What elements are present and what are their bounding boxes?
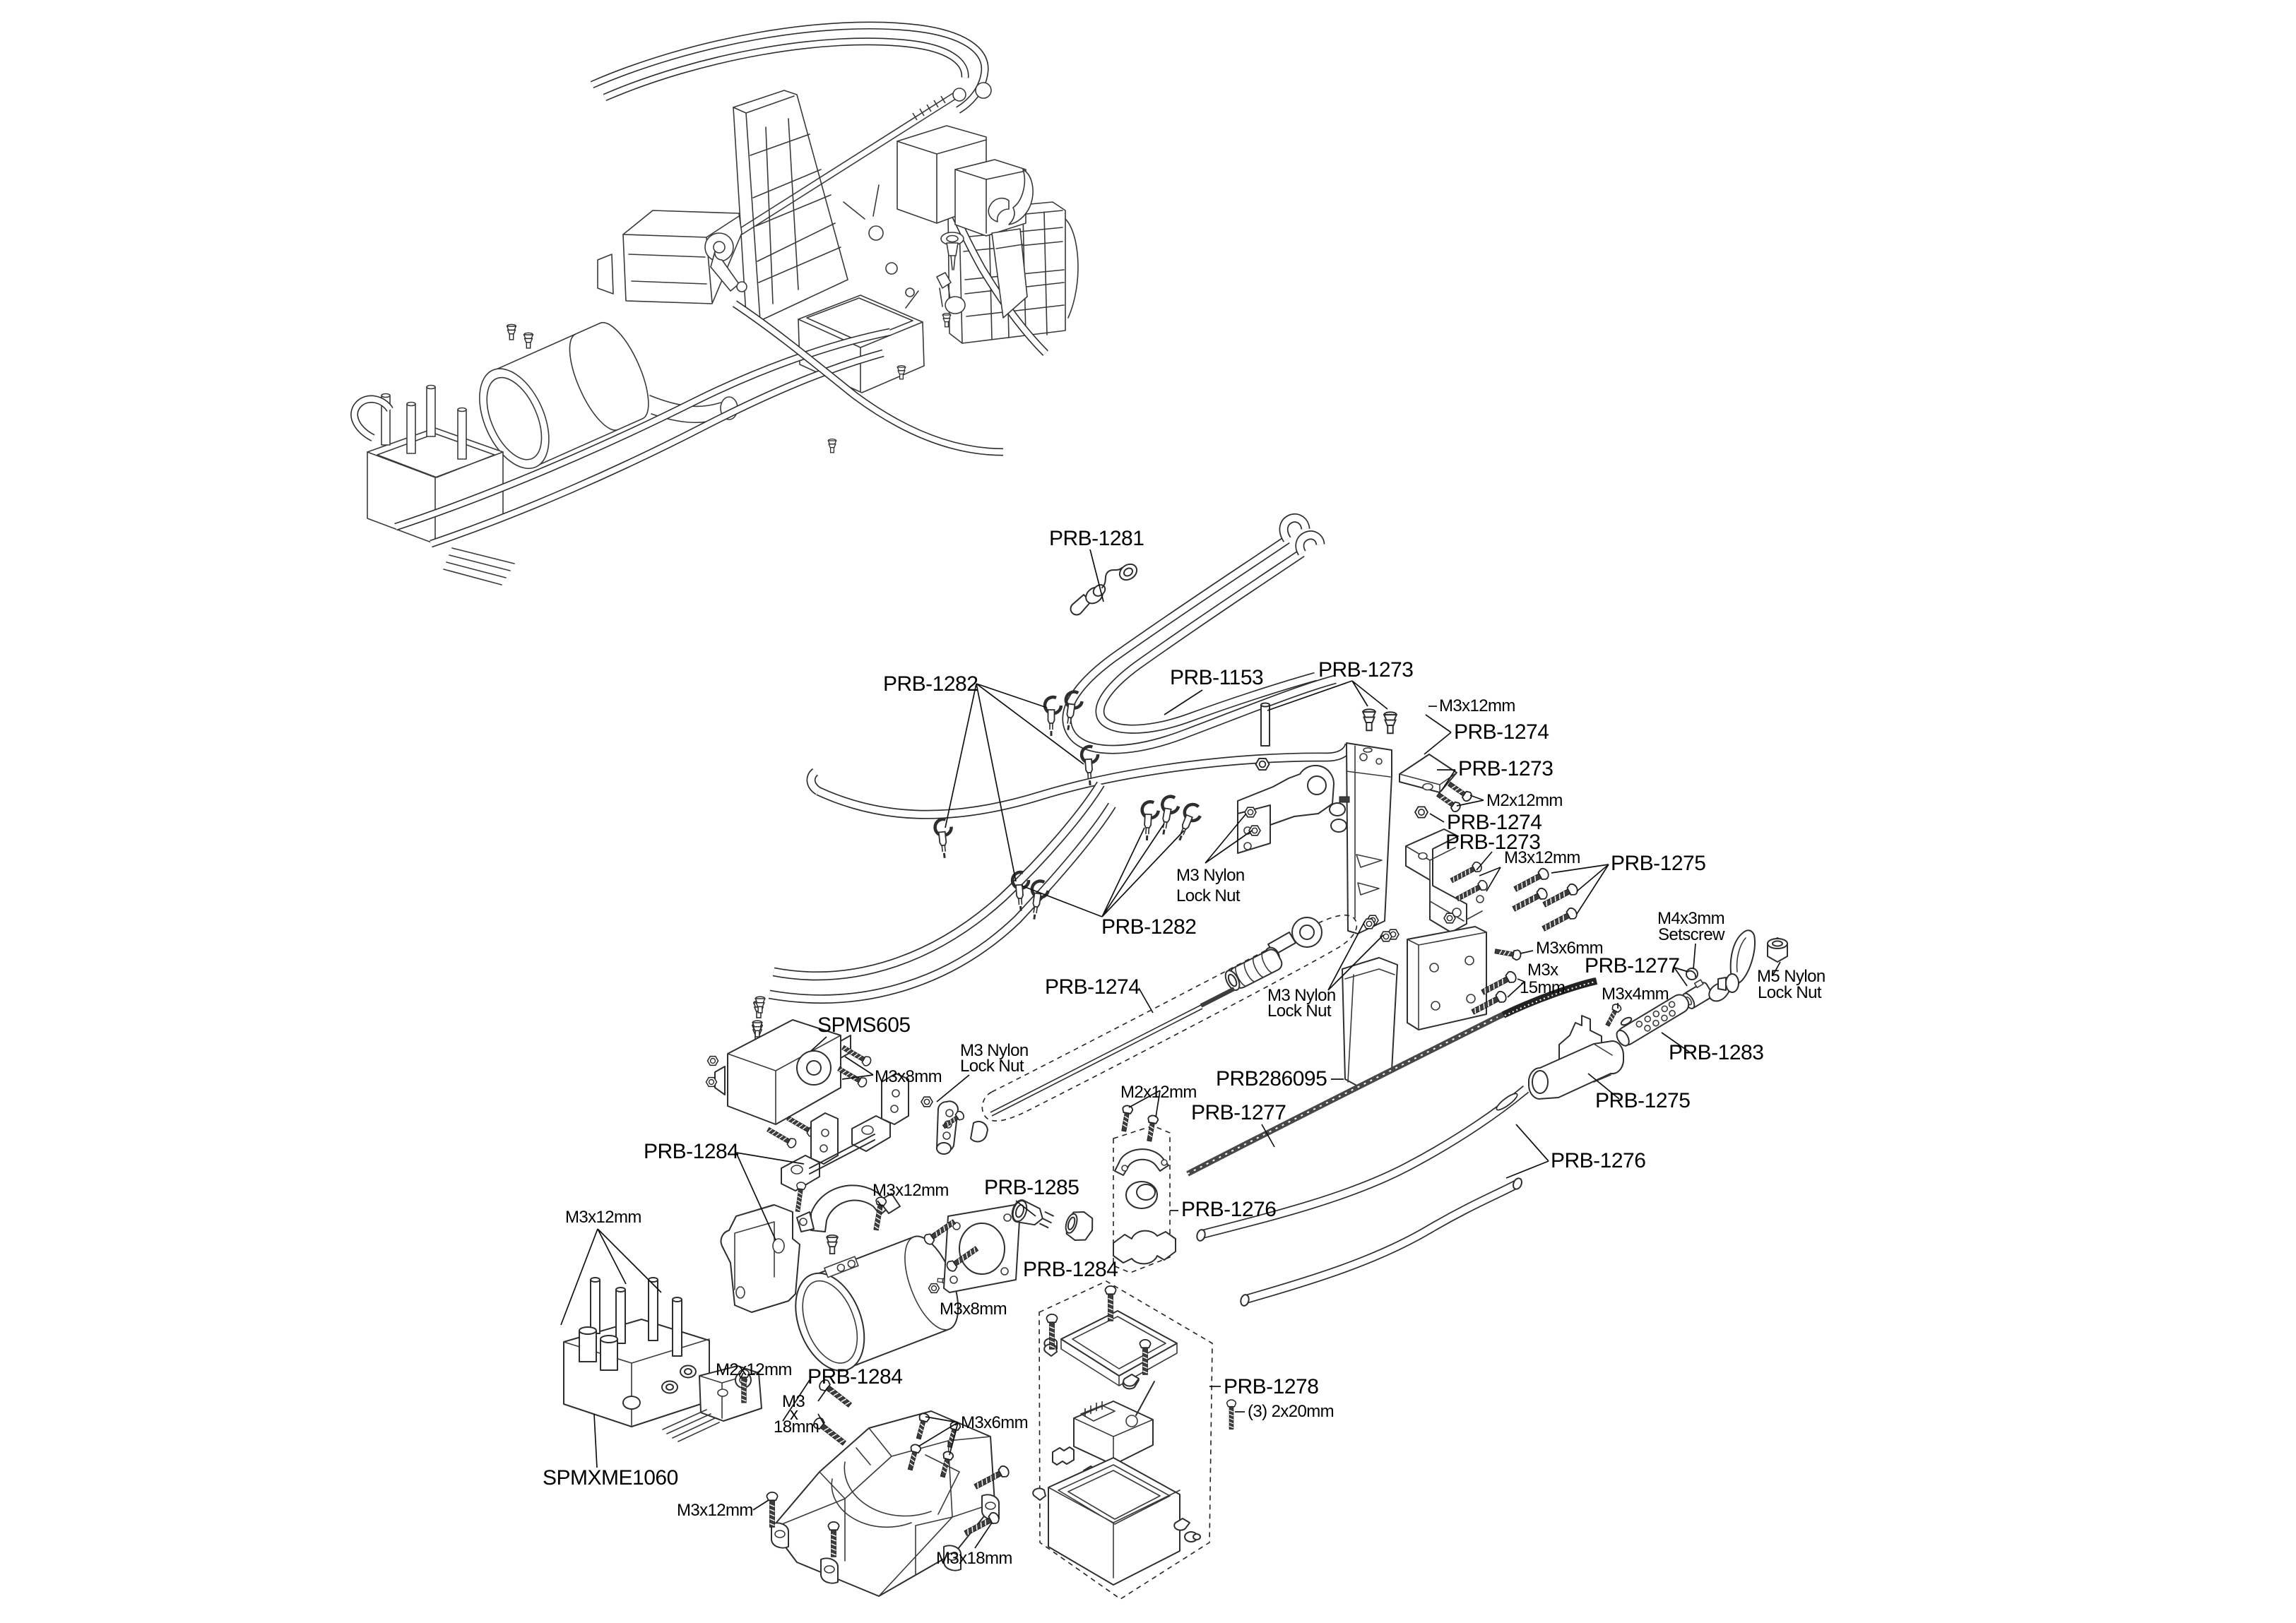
svg-text:M3x4mm: M3x4mm [1602,985,1669,1004]
svg-text:SPMXME1060: SPMXME1060 [543,1466,678,1490]
svg-text:PRB-1284: PRB-1284 [807,1365,902,1389]
svg-text:PRB-1282: PRB-1282 [1101,915,1196,939]
svg-text:PRB-1273: PRB-1273 [1458,757,1553,780]
svg-text:M4x3mm: M4x3mm [1657,909,1724,928]
svg-text:PRB-1274: PRB-1274 [1045,975,1140,999]
svg-text:M3 Nylon: M3 Nylon [960,1041,1029,1060]
svg-text:PRB-1275: PRB-1275 [1595,1089,1690,1112]
svg-text:M5 Nylon: M5 Nylon [1757,967,1825,986]
svg-text:M2x12mm: M2x12mm [716,1360,792,1379]
svg-text:M3 Nylon: M3 Nylon [1176,866,1245,885]
svg-text:M3x12mm: M3x12mm [1439,696,1515,715]
svg-text:x: x [790,1405,798,1424]
svg-text:PRB-1274: PRB-1274 [1454,720,1549,744]
svg-text:PRB-1273: PRB-1273 [1445,831,1540,854]
svg-text:M3x8mm: M3x8mm [875,1067,942,1086]
svg-text:Lock Nut: Lock Nut [1758,983,1822,1002]
svg-text:M3x18mm: M3x18mm [936,1549,1012,1568]
svg-text:PRB286095: PRB286095 [1216,1067,1327,1090]
svg-text:PRB-1276: PRB-1276 [1181,1198,1276,1221]
svg-text:15mm: 15mm [1520,978,1565,997]
svg-text:PRB-1281: PRB-1281 [1049,527,1144,550]
svg-text:M3x: M3x [1527,961,1558,980]
svg-text:PRB-1278: PRB-1278 [1224,1375,1318,1398]
svg-text:Lock Nut: Lock Nut [960,1057,1024,1076]
svg-text:Lock Nut: Lock Nut [1267,1001,1332,1021]
svg-text:PRB-1273: PRB-1273 [1318,658,1413,682]
svg-text:PRB-1284: PRB-1284 [644,1140,738,1163]
svg-text:M2x12mm: M2x12mm [1120,1083,1197,1102]
svg-text:PRB-1276: PRB-1276 [1551,1149,1645,1172]
svg-text:PRB-1283: PRB-1283 [1669,1041,1763,1064]
svg-text:PRB-1277: PRB-1277 [1191,1101,1286,1124]
svg-text:Setscrew: Setscrew [1658,925,1725,944]
svg-text:M3x8mm: M3x8mm [940,1300,1007,1319]
svg-text:PRB-1285: PRB-1285 [984,1176,1079,1199]
svg-text:18mm: 18mm [774,1417,819,1437]
svg-text:M3x6mm: M3x6mm [961,1413,1028,1432]
svg-text:(3) 2x20mm: (3) 2x20mm [1248,1402,1334,1421]
svg-text:M3 Nylon: M3 Nylon [1267,986,1336,1005]
svg-text:PRB-1277: PRB-1277 [1585,954,1679,977]
svg-text:M3x12mm: M3x12mm [872,1181,949,1200]
svg-text:M3x12mm: M3x12mm [677,1501,753,1520]
svg-text:Lock Nut: Lock Nut [1176,886,1241,905]
svg-text:PRB-1275: PRB-1275 [1611,852,1705,875]
svg-text:M3x12mm: M3x12mm [1504,848,1580,867]
svg-text:PRB-1274: PRB-1274 [1447,811,1541,834]
svg-text:M3x6mm: M3x6mm [1536,939,1603,958]
svg-text:M3: M3 [782,1392,805,1411]
svg-text:PRB-1284: PRB-1284 [1023,1258,1118,1281]
svg-text:SPMS605: SPMS605 [817,1013,911,1037]
svg-text:PRB-1153: PRB-1153 [1170,666,1263,689]
svg-text:PRB-1282: PRB-1282 [883,672,978,696]
svg-text:M3x12mm: M3x12mm [565,1208,641,1227]
svg-text:M2x12mm: M2x12mm [1486,791,1563,810]
